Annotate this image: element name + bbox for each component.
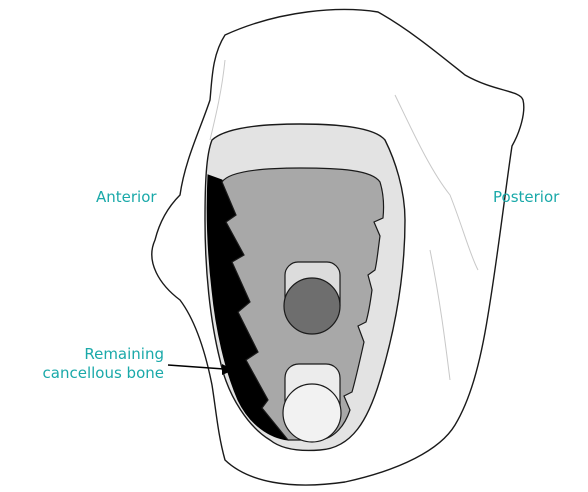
- remaining-bone-label: Remaining cancellous bone: [24, 345, 164, 383]
- posterior-label: Posterior: [493, 188, 559, 207]
- arrow-right-icon: [168, 364, 234, 375]
- anterior-label: Anterior: [96, 188, 157, 207]
- remaining-bone-label-line1: Remaining: [24, 345, 164, 364]
- upper-peg: [284, 278, 340, 334]
- lower-peg: [283, 384, 341, 442]
- remaining-bone-label-line2: cancellous bone: [24, 364, 164, 383]
